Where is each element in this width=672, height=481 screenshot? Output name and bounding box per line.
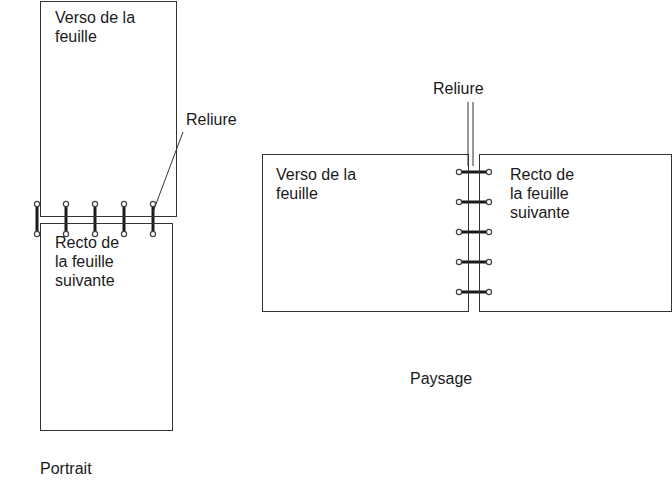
binding-ring <box>36 205 39 233</box>
binding-ring <box>92 201 97 206</box>
leader-line <box>153 132 183 212</box>
binding-ring <box>456 229 461 234</box>
binding-ring <box>456 199 461 204</box>
binding-ring <box>456 259 461 264</box>
binding-rings <box>34 169 491 294</box>
leader-line <box>473 102 474 166</box>
sheet-label: Recto de la feuille suivante <box>55 233 133 290</box>
binding-ring <box>34 201 39 206</box>
sheet-box: Verso de la feuille <box>40 1 177 217</box>
binding-ring <box>486 199 491 204</box>
binding-ring <box>460 291 488 294</box>
binding-ring <box>456 289 461 294</box>
sheet-box: Recto de la feuille suivante <box>40 223 173 431</box>
binding-ring <box>121 231 126 236</box>
binding-ring <box>94 205 97 233</box>
binding-ring <box>486 169 491 174</box>
binding-ring <box>121 201 126 206</box>
binding-label: Reliure <box>184 110 239 129</box>
binding-ring <box>63 201 68 206</box>
sheet-label: Verso de la feuille <box>55 8 151 46</box>
binding-ring <box>65 205 68 233</box>
binding-ring <box>486 259 491 264</box>
sheet-box: Recto de la feuille suivante <box>479 154 672 312</box>
sheet-label: Recto de la feuille suivante <box>510 165 588 222</box>
binding-label: Reliure <box>431 79 486 98</box>
binding-ring <box>460 201 488 204</box>
sheet-box: Verso de la feuille <box>262 154 469 312</box>
binding-ring <box>456 169 461 174</box>
binding-ring <box>460 231 488 234</box>
orientation-caption: Paysage <box>408 369 474 388</box>
binding-ring <box>486 229 491 234</box>
binding-ring <box>460 261 488 264</box>
binding-ring <box>486 289 491 294</box>
orientation-caption: Portrait <box>38 459 94 478</box>
binding-ring <box>460 171 488 174</box>
sheet-label: Verso de la feuille <box>276 165 372 203</box>
binding-ring <box>150 231 155 236</box>
binding-ring <box>34 231 39 236</box>
binding-ring <box>123 205 126 233</box>
